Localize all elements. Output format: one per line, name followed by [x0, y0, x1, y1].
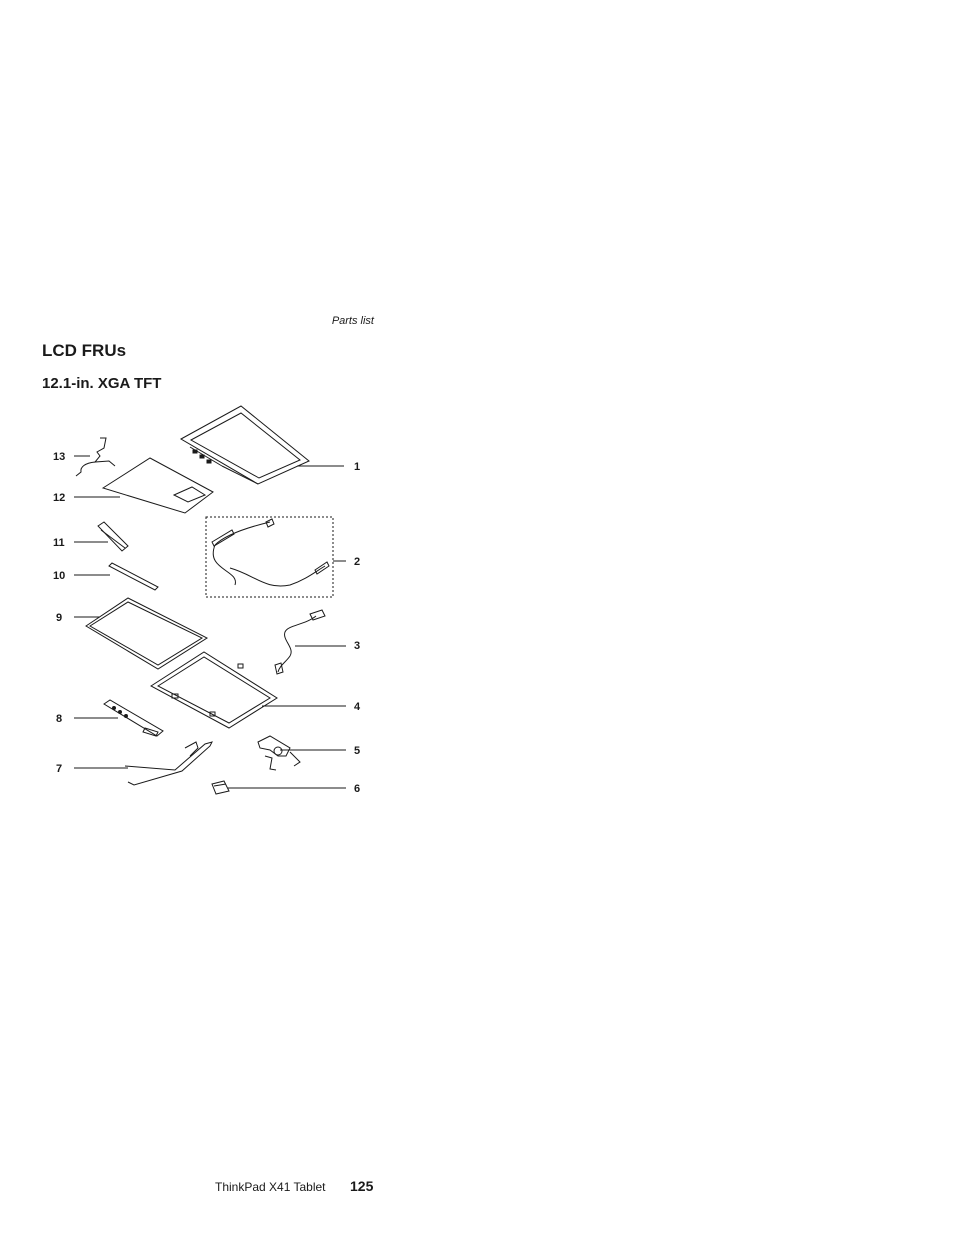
section-subtitle: 12.1-in. XGA TFT	[42, 375, 162, 392]
callout-9: 9	[56, 612, 62, 624]
callout-3: 3	[354, 640, 360, 652]
part-10-strip	[108, 562, 159, 591]
callout-12: 12	[53, 492, 65, 504]
leader-lines	[74, 455, 346, 789]
section-title: LCD FRUs	[42, 341, 127, 360]
part-4-lcd-cover	[150, 651, 278, 729]
part-2-antenna	[211, 518, 330, 587]
part-6-latch	[211, 780, 230, 795]
running-head: Parts list	[331, 315, 374, 327]
callout-8: 8	[56, 713, 62, 725]
part-5-hinge	[257, 735, 301, 771]
callout-6: 6	[354, 783, 360, 795]
callout-11: 11	[53, 537, 65, 549]
part-2-antenna-box	[205, 516, 334, 598]
part-8-board	[103, 699, 164, 737]
part-3-cable	[274, 609, 326, 675]
part-9-lcd-panel	[85, 597, 209, 670]
part-7-flex-cable	[124, 741, 213, 786]
callout-7: 7	[56, 763, 62, 775]
callout-labels: 1 2 3 4 5 6 7 8 9 10 11 12 13	[53, 451, 361, 795]
callout-10: 10	[53, 570, 65, 582]
part-12-digitizer	[101, 457, 214, 514]
footer-book-title: ThinkPad X41 Tablet	[215, 1180, 326, 1194]
callout-4: 4	[354, 701, 361, 713]
callout-2: 2	[354, 556, 360, 568]
part-1-lcd-bezel	[179, 405, 310, 485]
part-11-bracket	[97, 521, 129, 552]
callout-5: 5	[354, 745, 360, 757]
callout-1: 1	[354, 461, 360, 473]
footer-page-number: 125	[350, 1178, 374, 1194]
callout-13: 13	[53, 451, 65, 463]
part-13-cable	[75, 437, 116, 477]
